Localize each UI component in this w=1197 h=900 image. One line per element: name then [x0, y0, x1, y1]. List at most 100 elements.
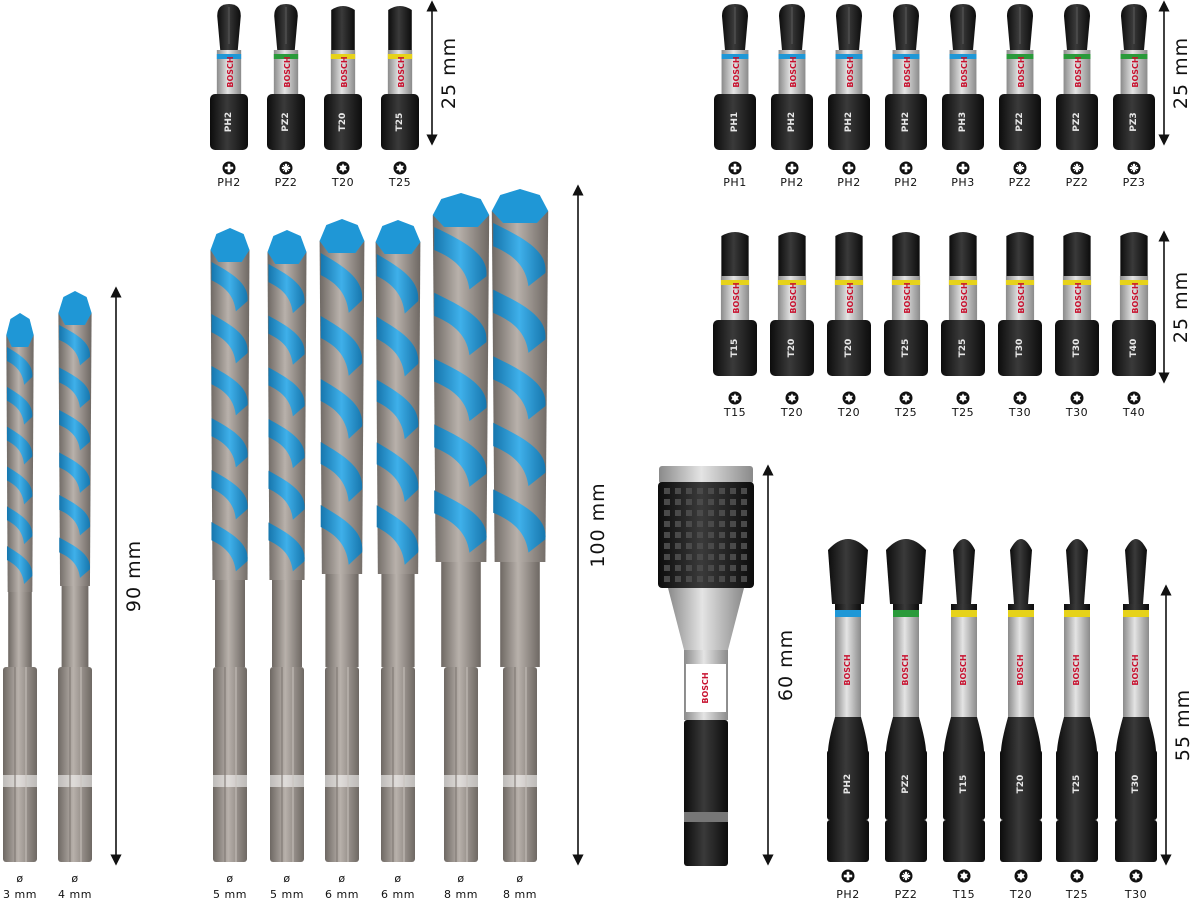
drill-flute	[211, 470, 248, 520]
brand-logo: BOSCH	[226, 56, 235, 87]
drill-flute	[320, 505, 363, 565]
bit-engraving: PH2	[787, 112, 797, 132]
drill-hex-shank	[444, 667, 478, 862]
drill-flute	[434, 358, 487, 422]
bit-engraving: T40	[1129, 339, 1139, 358]
torx-icon	[842, 391, 856, 405]
drill-shank	[215, 580, 245, 667]
bit-engraving: PH1	[730, 112, 740, 132]
bit-hex-base	[324, 94, 362, 150]
drill-flute	[268, 315, 305, 365]
drill-flute	[211, 366, 248, 416]
drill-shank	[61, 586, 89, 667]
drill-groove	[3, 775, 37, 787]
impact-bit: BOSCH T20	[1000, 539, 1042, 862]
bit-type-label: PH2	[894, 176, 917, 189]
bit-hex-base	[1112, 320, 1156, 376]
drill-flute	[434, 424, 487, 487]
phillips-icon	[956, 161, 970, 175]
torx-icon	[393, 161, 407, 175]
drill-flute	[320, 379, 363, 439]
bit-engraving: PH2	[901, 112, 911, 132]
drill-tip	[210, 228, 250, 262]
pozidriv-icon	[1013, 161, 1027, 175]
drill-size-label: 6 mm	[325, 888, 359, 900]
bit-hex-shank	[1000, 820, 1042, 862]
bit-tip	[331, 6, 355, 52]
bit-hex-shank	[1115, 820, 1157, 862]
bit-hex-base	[381, 94, 419, 150]
brand-logo: BOSCH	[960, 56, 969, 87]
bit-neck	[1001, 717, 1041, 752]
diameter-symbol: ø	[226, 872, 233, 885]
brand-logo: BOSCH	[903, 56, 912, 87]
phillips-icon	[841, 869, 855, 883]
drill-size-label: 8 mm	[444, 888, 478, 900]
torx-icon	[336, 161, 350, 175]
brand-logo: BOSCH	[283, 56, 292, 87]
bit-hex-base	[998, 320, 1042, 376]
bit-engraving: T25	[901, 339, 911, 358]
bit-sleeve	[1123, 617, 1149, 717]
drill-size-label: 5 mm	[270, 888, 304, 900]
bit-engraving: T25	[1072, 775, 1082, 794]
bit-tip	[953, 539, 975, 604]
drill-hex-shank	[503, 667, 537, 862]
dimension-label: 25 mm	[438, 37, 460, 109]
bit-type-label: T25	[894, 406, 917, 419]
color-band	[835, 54, 863, 59]
brand-logo: BOSCH	[1016, 654, 1025, 685]
pozidriv-icon	[899, 869, 913, 883]
color-band	[387, 54, 413, 59]
bit-type-label: T20	[1009, 888, 1032, 900]
bit-tip	[1066, 539, 1088, 604]
torx-bit-set: T15BOSCHT15T20BOSCHT20T20BOSCHT20T25BOSC…	[713, 232, 1156, 419]
color-band	[835, 610, 861, 617]
bit-type-label: T30	[1008, 406, 1031, 419]
bit-type-label: PZ3	[1123, 176, 1146, 189]
bit-hex	[885, 750, 927, 820]
color-band	[949, 54, 977, 59]
holder-label	[686, 664, 726, 712]
bit-engraving: T20	[1016, 775, 1026, 794]
drill-tip	[58, 291, 92, 325]
torx-icon	[1129, 869, 1143, 883]
brand-logo: BOSCH	[843, 654, 852, 685]
brand-logo: BOSCH	[960, 282, 969, 313]
bit-hex-shank	[1056, 820, 1098, 862]
drill-flute	[6, 386, 33, 425]
bit-engraving: PH3	[958, 112, 968, 132]
drill-size-label: 4 mm	[58, 888, 92, 900]
color-band	[216, 54, 242, 59]
bit-type-label: PZ2	[895, 888, 918, 900]
drill-flute	[268, 264, 305, 314]
drill-hex-shank	[213, 667, 247, 862]
bit-type-label: PH1	[723, 176, 746, 189]
holder-cap	[659, 466, 753, 484]
bit-hex-base	[827, 320, 871, 376]
bit-hex-base	[1056, 94, 1098, 150]
bit-engraving: T20	[844, 339, 854, 358]
drill-flute	[376, 379, 419, 440]
bit-engraving: PZ2	[1072, 112, 1082, 131]
bit-type-label: PZ2	[1066, 176, 1089, 189]
masonry-drill-bit	[375, 220, 421, 862]
bit-engraving: T30	[1015, 339, 1025, 358]
long-bit-set: BOSCHPH2PH2BOSCHPZ2PZ2BOSCHT15T15BOSCHT2…	[827, 539, 1157, 900]
drill-tip	[267, 230, 307, 264]
bit-hex-shank	[885, 820, 927, 862]
bit-neck	[1057, 717, 1097, 752]
bit-sleeve	[1008, 617, 1034, 717]
bit-hex-base	[771, 94, 813, 150]
bit-neck	[828, 717, 868, 752]
